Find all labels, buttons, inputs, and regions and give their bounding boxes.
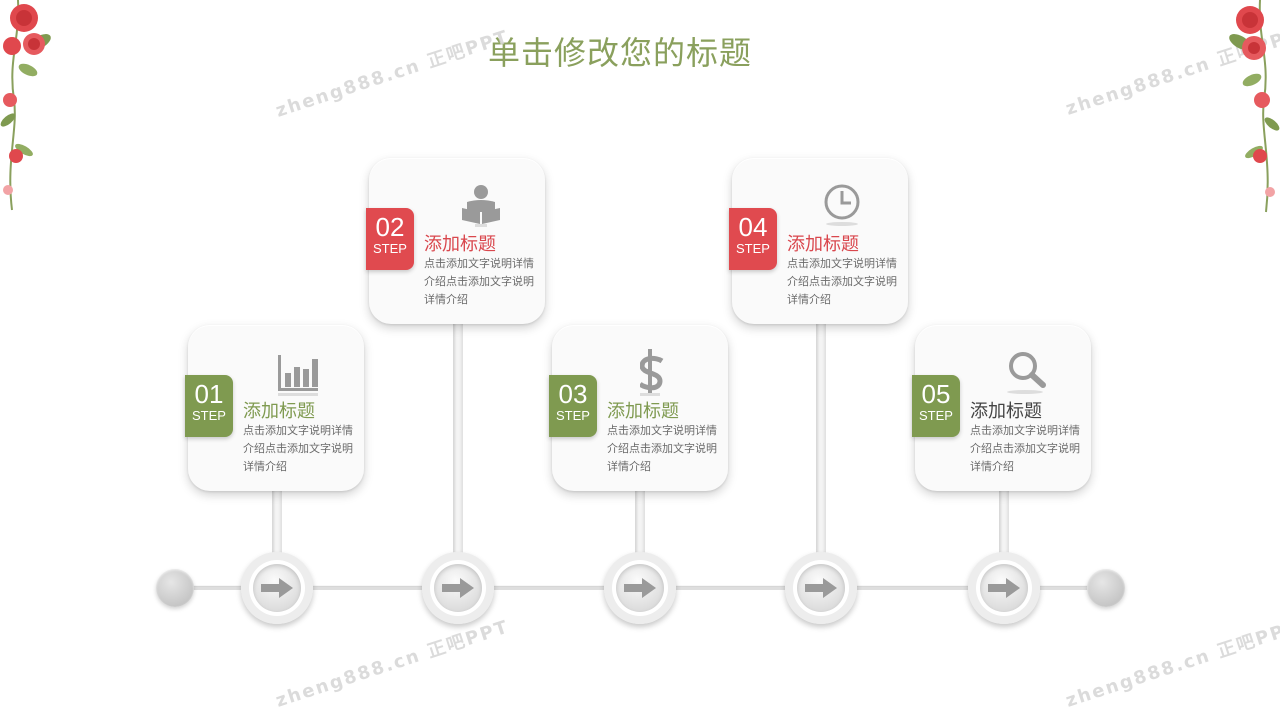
connector-stem-1 (272, 490, 282, 560)
step-card-4[interactable]: 04 STEP 添加标题 点击添加文字说明详情介绍点击添加文字说明详情介绍 (729, 158, 908, 324)
connector-stem-4 (816, 322, 826, 560)
step-label: STEP (192, 408, 226, 423)
step-label: STEP (373, 241, 407, 256)
timeline-node-3[interactable] (604, 552, 676, 624)
step-label: STEP (919, 408, 953, 423)
watermark: zheng888.cn 正吧PPT (273, 616, 512, 712)
step-number: 02 (375, 212, 405, 242)
floral-corner-right-decoration (1229, 0, 1280, 213)
step-description[interactable]: 点击添加文字说明详情介绍点击添加文字说明详情介绍 (970, 424, 1080, 473)
step-description[interactable]: 点击添加文字说明详情介绍点击添加文字说明详情介绍 (424, 257, 534, 306)
timeline-node-1[interactable] (241, 552, 313, 624)
connector-stem-2 (453, 322, 463, 560)
step-badge: 04 STEP (729, 208, 777, 270)
step-number: 04 (738, 212, 768, 242)
step-number: 03 (558, 379, 588, 409)
arrow-right-icon (624, 578, 656, 598)
step-number: 05 (921, 379, 951, 409)
step-title[interactable]: 添加标题 (424, 234, 496, 255)
step-title[interactable]: 添加标题 (970, 401, 1042, 422)
timeline-node-4[interactable] (785, 552, 857, 624)
connector-stem-3 (635, 490, 645, 560)
timeline-end-dot (1087, 569, 1125, 607)
timeline-node-5[interactable] (968, 552, 1040, 624)
step-title[interactable]: 添加标题 (243, 401, 315, 422)
slide-title[interactable]: 单击修改您的标题 (487, 34, 752, 72)
step-card-2[interactable]: 02 STEP 添加标题 点击添加文字说明详情介绍点击添加文字说明详情介绍 (366, 158, 545, 324)
step-title[interactable]: 添加标题 (787, 234, 859, 255)
dollar-icon (640, 349, 664, 396)
step-card-5[interactable]: 05 STEP 添加标题 点击添加文字说明详情介绍点击添加文字说明详情介绍 (912, 325, 1091, 491)
floral-corner-left-decoration (0, 0, 51, 211)
arrow-right-icon (988, 578, 1020, 598)
step-description[interactable]: 点击添加文字说明详情介绍点击添加文字说明详情介绍 (787, 257, 897, 306)
step-description[interactable]: 点击添加文字说明详情介绍点击添加文字说明详情介绍 (607, 424, 717, 473)
step-card-3[interactable]: 03 STEP 添加标题 点击添加文字说明详情介绍点击添加文字说明详情介绍 (549, 325, 728, 491)
arrow-right-icon (805, 578, 837, 598)
step-badge: 03 STEP (549, 375, 597, 437)
connector-stem-5 (999, 490, 1009, 560)
timeline-node-2[interactable] (422, 552, 494, 624)
step-label: STEP (736, 241, 770, 256)
step-title[interactable]: 添加标题 (607, 401, 679, 422)
step-badge: 05 STEP (912, 375, 960, 437)
step-card-1[interactable]: 01 STEP 添加标题 点击添加文字说明详情介绍点击添加文字说明详情介绍 (185, 325, 364, 491)
timeline-start-dot (156, 569, 194, 607)
arrow-right-icon (261, 578, 293, 598)
clock-icon (824, 184, 860, 226)
step-badge: 01 STEP (185, 375, 233, 437)
reader-icon (462, 185, 500, 227)
step-description[interactable]: 点击添加文字说明详情介绍点击添加文字说明详情介绍 (243, 424, 353, 473)
step-badge: 02 STEP (366, 208, 414, 270)
search-icon (1007, 352, 1046, 394)
step-number: 01 (194, 379, 224, 409)
step-label: STEP (556, 408, 590, 423)
watermark: zheng888.cn 正吧PPT (1063, 616, 1280, 712)
bar-chart-icon (278, 355, 318, 396)
arrow-right-icon (442, 578, 474, 598)
